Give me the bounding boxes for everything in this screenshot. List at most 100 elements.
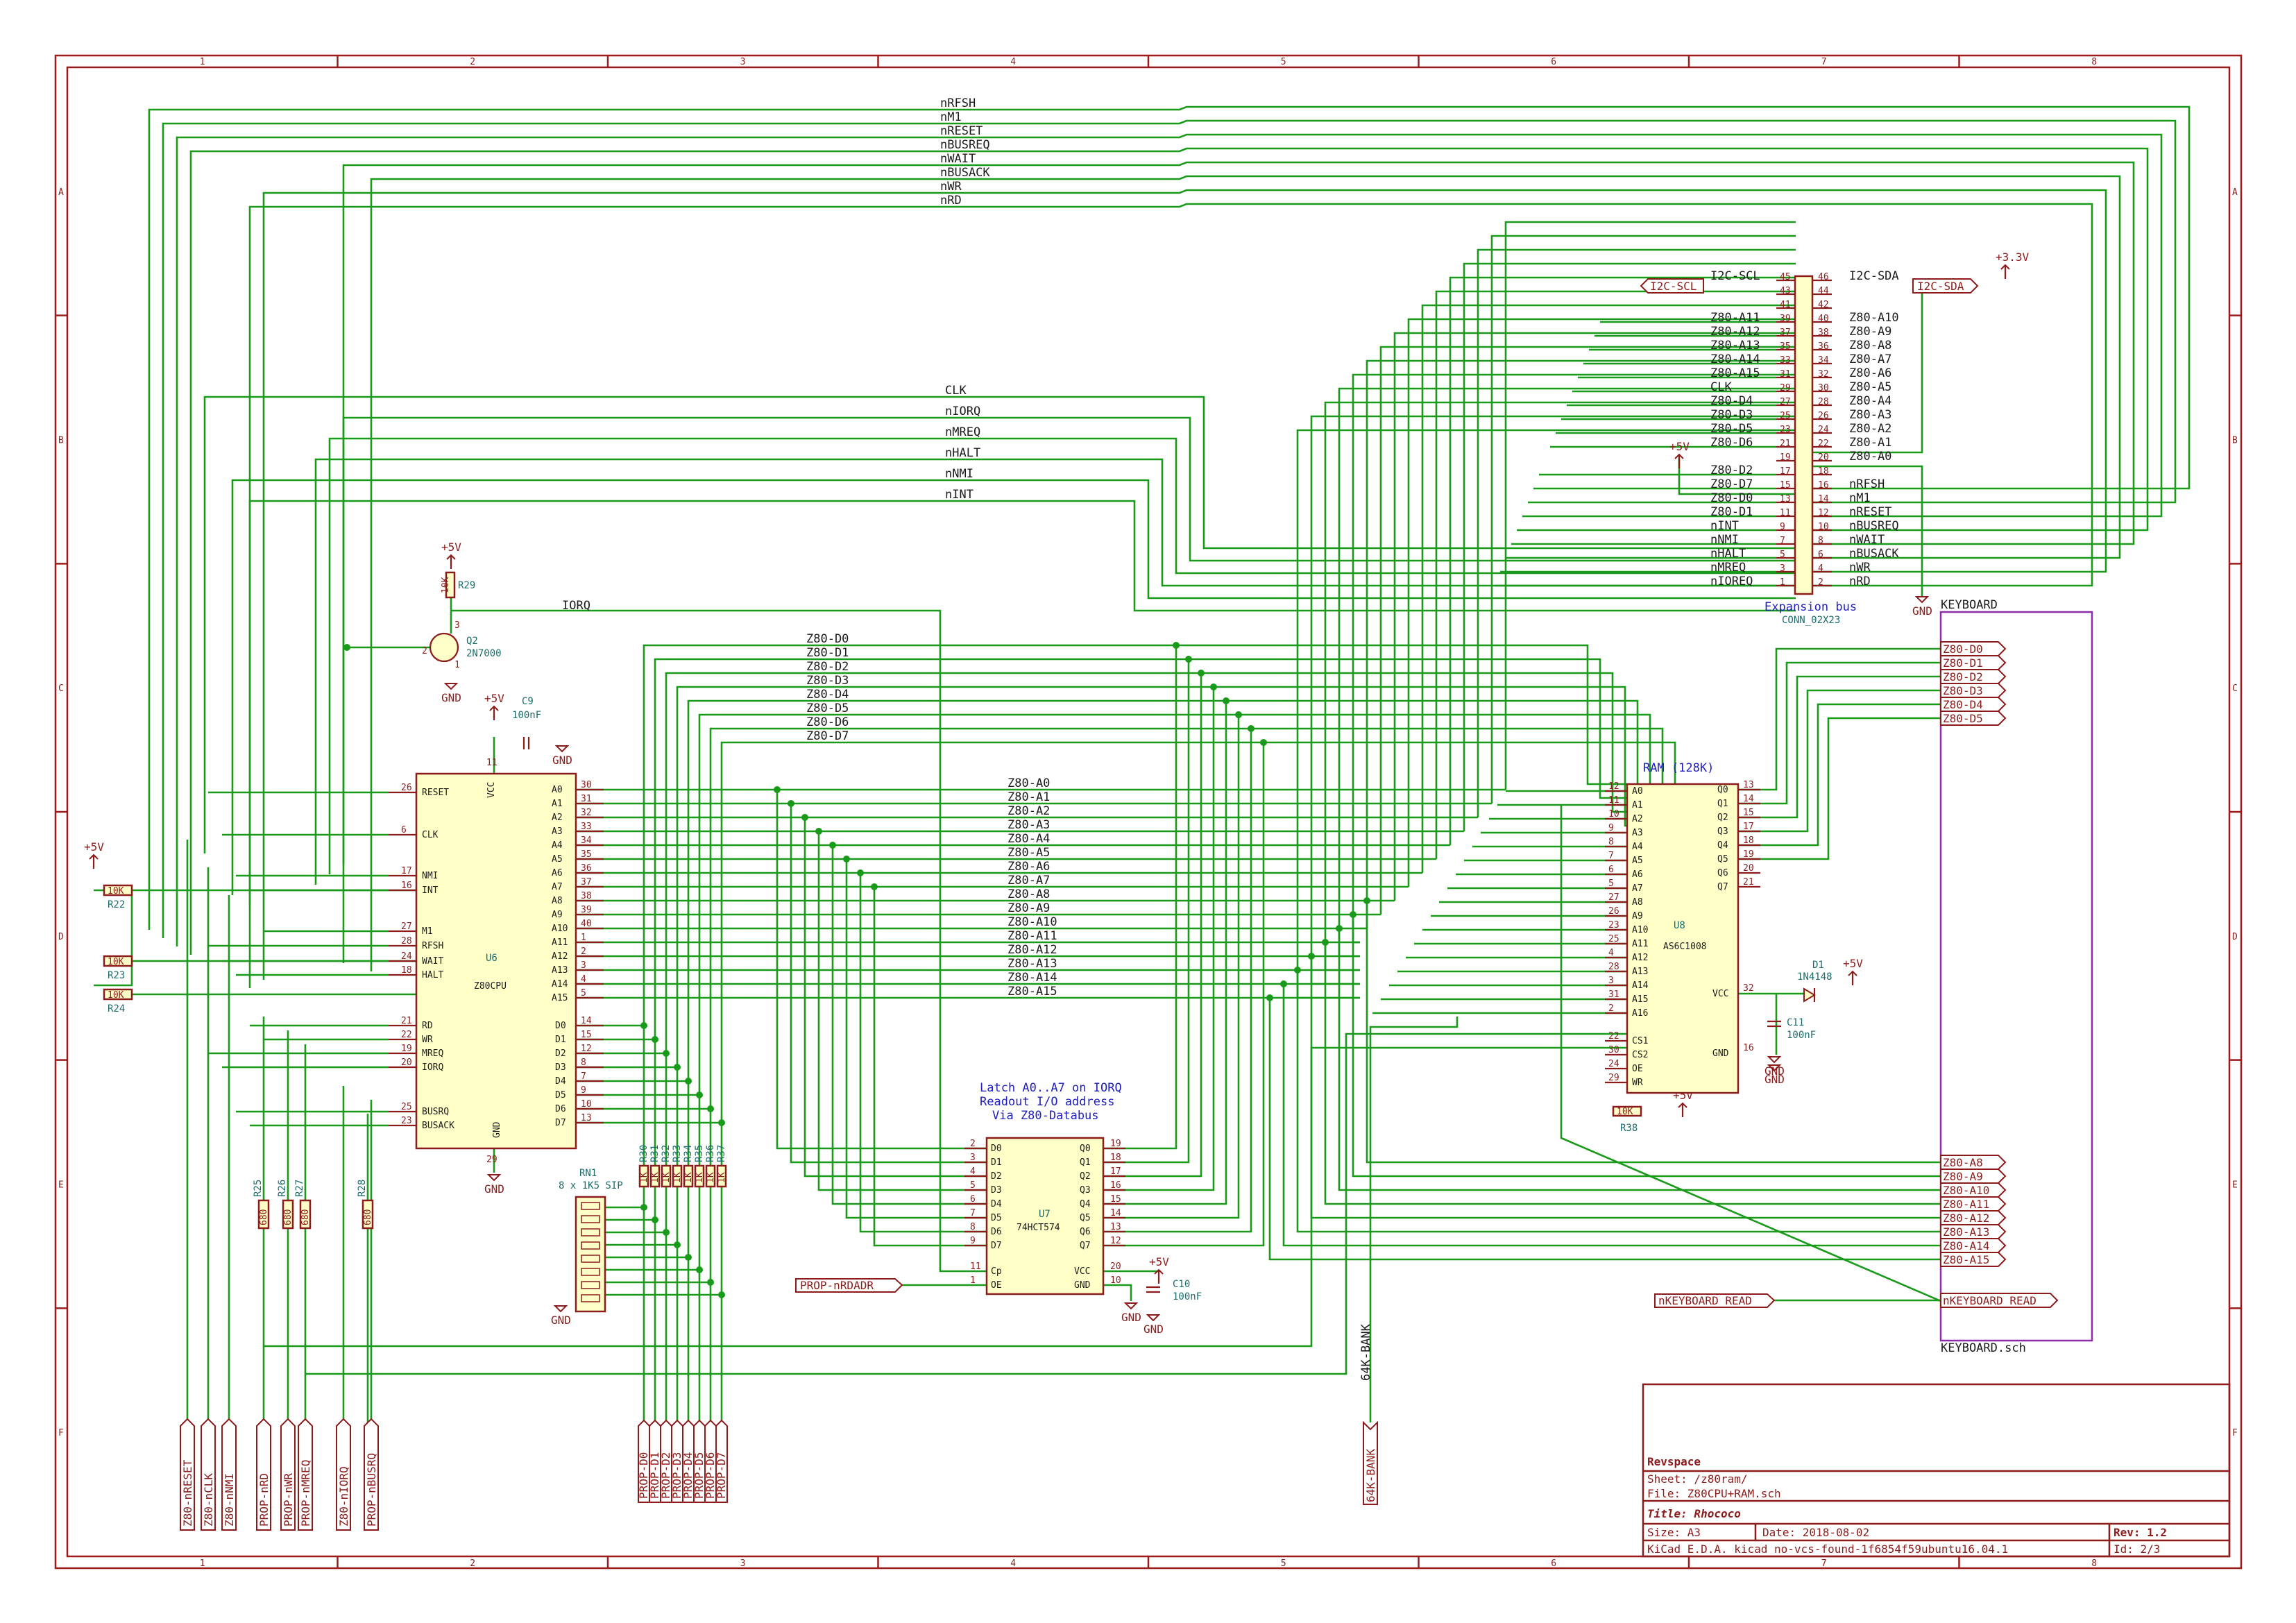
resistor-r38[interactable]: 10K R38 <box>1612 1105 1642 1134</box>
frame-col-top-6: 6 <box>1551 57 1556 67</box>
conn-rnet-11: Z80-A2 <box>1849 422 1891 436</box>
cpu-pin-num-WAIT: 24 <box>401 951 412 962</box>
wire-cs <box>264 1046 1627 1348</box>
global-label-i2c-scl[interactable]: I2C-SCL <box>1640 278 1704 294</box>
latch-q-num-5: 14 <box>1110 1208 1121 1218</box>
pullup-value-1: 10K <box>108 957 124 967</box>
cpu-data-D0: D0 <box>555 1021 566 1031</box>
bottom-label-6: Z80-nIORQ <box>337 1466 350 1527</box>
latch-oe-num: 1 <box>970 1275 976 1286</box>
wire-nRESET <box>176 133 2163 946</box>
bottom-label-0: Z80-nRESET <box>181 1459 194 1527</box>
net-label-Z80-A14: Z80-A14 <box>1007 971 1057 985</box>
bottom-label-box-4[interactable] <box>280 1418 296 1531</box>
wire-nINT <box>248 500 1796 906</box>
kbd-pin-a13: Z80-A13 <box>1943 1225 1989 1239</box>
resistor-network-rn1[interactable]: RN1 8 x 1K5 SIP <box>559 1168 623 1313</box>
ram-a-15: A15 <box>1632 994 1648 1005</box>
capacitor-c10[interactable]: C10 100nF <box>1146 1279 1202 1302</box>
latch-gnd-num: 10 <box>1110 1275 1121 1286</box>
bottom-data-box-7[interactable] <box>715 1419 728 1503</box>
ram-a-num-4: 8 <box>1608 837 1614 847</box>
latch-d-num-2: 4 <box>970 1166 976 1177</box>
mosfet-q2[interactable]: Q2 2N7000 2 3 1 <box>422 620 502 670</box>
frame-row-right-5: F <box>2232 1428 2238 1438</box>
latch-d-2: D2 <box>991 1171 1002 1182</box>
conn-rpin-7: 32 <box>1818 369 1829 380</box>
bottom-label-box-7[interactable] <box>364 1418 379 1531</box>
junction-dot <box>652 1216 658 1223</box>
capacitor-c9[interactable]: C9 100nF <box>512 696 541 749</box>
junction-dot <box>343 644 350 651</box>
wire-64k-bank <box>1369 1017 1459 1422</box>
global-label-nkeyboard-read[interactable]: nKEYBOARD_READ <box>1654 1293 1776 1308</box>
junction-dot <box>843 856 850 863</box>
prop-res-value-0: 680 <box>259 1209 269 1225</box>
conn-rpin-17: 12 <box>1818 508 1829 518</box>
conn-rpin-4: 38 <box>1818 328 1829 338</box>
cpu-addr-num-A2: 32 <box>581 808 592 818</box>
wire-Z80-A12-kbd <box>1310 956 1941 1219</box>
bottom-label-box-5[interactable] <box>298 1418 313 1531</box>
net-label-Z80-D3: Z80-D3 <box>806 674 849 688</box>
frame-col-bottom-1: 1 <box>200 1558 205 1569</box>
cpu-addr-A0: A0 <box>552 785 563 795</box>
capacitor-c11[interactable]: C11 100nF <box>1767 1017 1816 1041</box>
keyboard-hier-sheet[interactable]: KEYBOARD KEYBOARD.sch Z80-D0Z80-D1Z80-D2… <box>1939 598 2093 1355</box>
latch-d-3: D3 <box>991 1185 1002 1196</box>
wire-Z80-A6-conn <box>1421 304 1796 873</box>
bottom-data-label-7: PROP-D7 <box>715 1452 728 1499</box>
bottom-label-box-2[interactable] <box>221 1418 237 1531</box>
c10-ref: C10 <box>1173 1279 1190 1290</box>
latch-q-num-3: 16 <box>1110 1180 1121 1191</box>
conn-lnet-5: Z80-A13 <box>1710 339 1760 352</box>
conn-rnet-5: Z80-A8 <box>1849 339 1891 352</box>
global-label-64k-bank[interactable]: 64K-BANK <box>1363 1420 1378 1505</box>
net-label-Z80-D2: Z80-D2 <box>806 660 849 674</box>
bottom-label-box-0[interactable] <box>180 1418 195 1531</box>
tb-rev: Rev: 1.2 <box>2114 1526 2167 1539</box>
databus-net-labels: Z80-D0Z80-D1Z80-D2Z80-D3Z80-D4Z80-D5Z80-… <box>806 632 849 743</box>
conn-rpin-3: 40 <box>1818 314 1829 324</box>
wire-gnd-conn <box>1812 465 1923 597</box>
global-label-i2c-sda[interactable]: I2C-SDA <box>1912 278 1979 294</box>
bottom-label-box-6[interactable] <box>336 1418 351 1531</box>
latch-q-1: Q1 <box>1080 1157 1091 1168</box>
wire-Z80-A6-latch <box>859 873 987 1233</box>
cpu-pin-CLK: CLK <box>422 830 439 840</box>
conn-rpin-5: 36 <box>1818 341 1829 352</box>
bottom-label-box-1[interactable] <box>201 1418 216 1531</box>
data-res-ref-3: R33 <box>672 1145 683 1162</box>
junction-dot <box>718 1119 725 1126</box>
cpu-addr-A13: A13 <box>552 965 568 976</box>
frame-row-left-1: B <box>58 436 64 446</box>
wire-Z80-A1-conn <box>1490 235 1796 804</box>
global-label-prop-nrdadr[interactable]: PROP-nRDADR <box>795 1278 903 1293</box>
conn-rpin-13: 20 <box>1818 452 1829 463</box>
net-label-nRESET: nRESET <box>940 124 983 138</box>
bottom-label-box-3[interactable] <box>256 1418 271 1531</box>
conn-lpin-22: 1 <box>1780 577 1785 588</box>
power-3v3-conn: +3.3V <box>1996 250 2030 264</box>
ram-a-8: A8 <box>1632 897 1643 908</box>
junction-dot <box>707 1279 714 1286</box>
resistor-r29[interactable]: R29 10K <box>441 571 475 599</box>
conn-lpin-5: 35 <box>1780 341 1791 352</box>
diode-d1[interactable]: D1 1N4148 <box>1797 960 1832 1003</box>
r38-value: 10K <box>1617 1107 1633 1117</box>
latch-u7[interactable]: Latch A0..A7 on IORQ Readout I/O address… <box>964 1081 1125 1295</box>
cpu-data-num-D1: 15 <box>581 1030 592 1040</box>
kbd-pin-d2: Z80-D2 <box>1943 670 1983 683</box>
net-label-Z80-A15: Z80-A15 <box>1007 985 1057 999</box>
latch-q-num-6: 13 <box>1110 1222 1121 1232</box>
bottom-labels-data: PROP-D0PROP-D1PROP-D2PROP-D3PROP-D4PROP-… <box>637 1419 728 1503</box>
ram-gnd: GND <box>1712 1048 1729 1059</box>
wire-ram-q2 <box>1738 675 1941 819</box>
